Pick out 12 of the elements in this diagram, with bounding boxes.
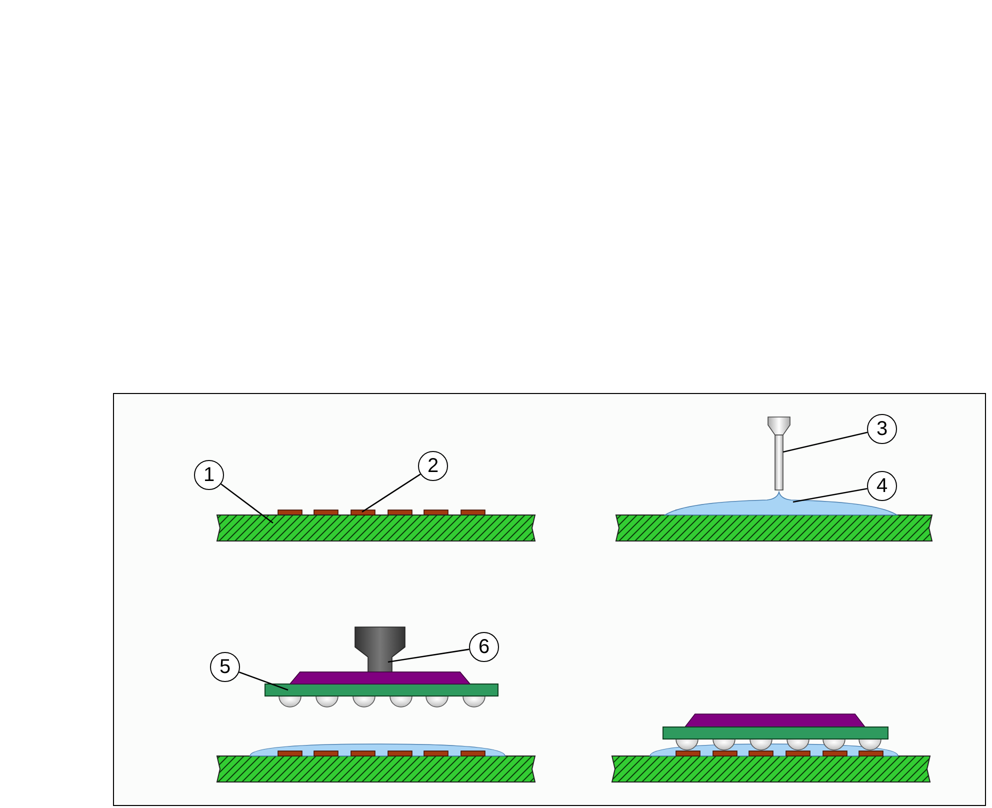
bond-pad bbox=[350, 510, 376, 516]
bonding-nozzle bbox=[354, 626, 406, 672]
leader-line bbox=[782, 432, 868, 453]
leader-line bbox=[238, 672, 288, 691]
chip-substrate bbox=[264, 684, 498, 696]
leader-line bbox=[220, 483, 274, 524]
leader-line bbox=[362, 474, 421, 513]
leader-line bbox=[388, 648, 470, 663]
dispensing-needle bbox=[768, 416, 790, 490]
underfill-drop bbox=[664, 492, 898, 516]
substrate bbox=[216, 514, 536, 542]
leader-line bbox=[792, 488, 868, 503]
